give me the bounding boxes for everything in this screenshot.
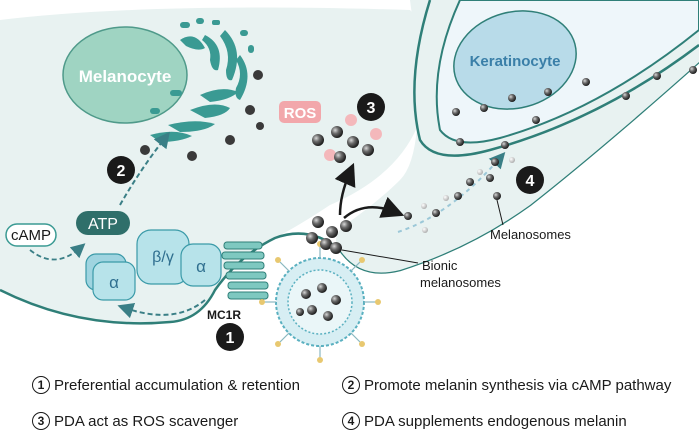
legend-text-1: Preferential accumulation & retention bbox=[54, 376, 300, 394]
golgi-apparatus bbox=[150, 18, 254, 142]
legend-item-2: 2 Promote melanin synthesis via cAMP pat… bbox=[342, 376, 671, 394]
step-2-number: 2 bbox=[117, 163, 126, 180]
legend-number-4: 4 bbox=[342, 412, 360, 430]
bionic-nanoparticle bbox=[259, 241, 381, 363]
legend-number-1: 1 bbox=[32, 376, 50, 394]
alpha-label-right: α bbox=[196, 257, 206, 276]
melanosomes-label: Melanosomes bbox=[490, 227, 571, 242]
legend-text-3: PDA act as ROS scavenger bbox=[54, 412, 239, 430]
ros-box bbox=[279, 101, 321, 123]
bionic-melanosome-cluster bbox=[306, 216, 352, 254]
transfer-melanosomes bbox=[404, 141, 515, 233]
bionic-melanosomes-leader bbox=[341, 249, 419, 264]
legend-number-3: 3 bbox=[32, 412, 50, 430]
keratinocyte-melanosomes bbox=[452, 66, 697, 146]
atp-label: ATP bbox=[88, 216, 118, 233]
melanocyte-nucleus bbox=[62, 26, 188, 124]
legend: 1 Preferential accumulation & retention … bbox=[0, 366, 699, 439]
legend-item-1: 1 Preferential accumulation & retention bbox=[32, 376, 300, 394]
melanocyte-label: Melanocyte bbox=[79, 67, 172, 86]
legend-item-4: 4 PDA supplements endogenous melanin bbox=[342, 412, 627, 430]
melanosomes-leader bbox=[496, 199, 504, 226]
ros-label: ROS bbox=[284, 105, 317, 122]
mc1r-receptor bbox=[221, 241, 269, 300]
step-4-number: 4 bbox=[526, 173, 535, 190]
step-1-number: 1 bbox=[226, 330, 235, 347]
camp-label: cAMP bbox=[11, 227, 51, 244]
beta-gamma-label: β/γ bbox=[152, 249, 174, 266]
legend-text-2: Promote melanin synthesis via cAMP pathw… bbox=[364, 376, 672, 394]
legend-text-4: PDA supplements endogenous melanin bbox=[364, 412, 627, 430]
camp-box bbox=[5, 223, 57, 247]
bionic-melanosomes-label-line2: melanosomes bbox=[420, 275, 501, 290]
keratinocyte-label: Keratinocyte bbox=[470, 53, 561, 70]
step-4-arrow bbox=[397, 151, 506, 233]
step-1-badge bbox=[216, 323, 244, 351]
alpha-label-left: α bbox=[109, 273, 119, 292]
melanin-granules bbox=[140, 70, 264, 161]
keratinocyte-outer-membrane bbox=[413, 0, 699, 157]
ros-particles bbox=[312, 114, 382, 163]
step-3-number: 3 bbox=[367, 100, 376, 117]
legend-number-2: 2 bbox=[342, 376, 360, 394]
step-4-badge bbox=[516, 166, 544, 194]
alpha-subunit-left bbox=[92, 261, 136, 301]
step-2-badge bbox=[107, 156, 135, 184]
keratinocyte-nucleus bbox=[453, 10, 577, 110]
alpha-subunit-right bbox=[180, 243, 222, 287]
mc1r-label: MC1R bbox=[207, 308, 241, 322]
bionic-melanosomes-label-line1: Bionic bbox=[422, 258, 458, 273]
camp-arrow bbox=[29, 243, 86, 261]
gprotein-arrow bbox=[117, 299, 206, 319]
legend-item-3: 3 PDA act as ROS scavenger bbox=[32, 412, 238, 430]
step-3-badge bbox=[357, 93, 385, 121]
arrow-to-ros bbox=[334, 162, 356, 216]
atp-box bbox=[76, 211, 130, 235]
arrow-to-keratinocyte bbox=[343, 196, 405, 219]
step-2-arrow bbox=[119, 131, 170, 206]
